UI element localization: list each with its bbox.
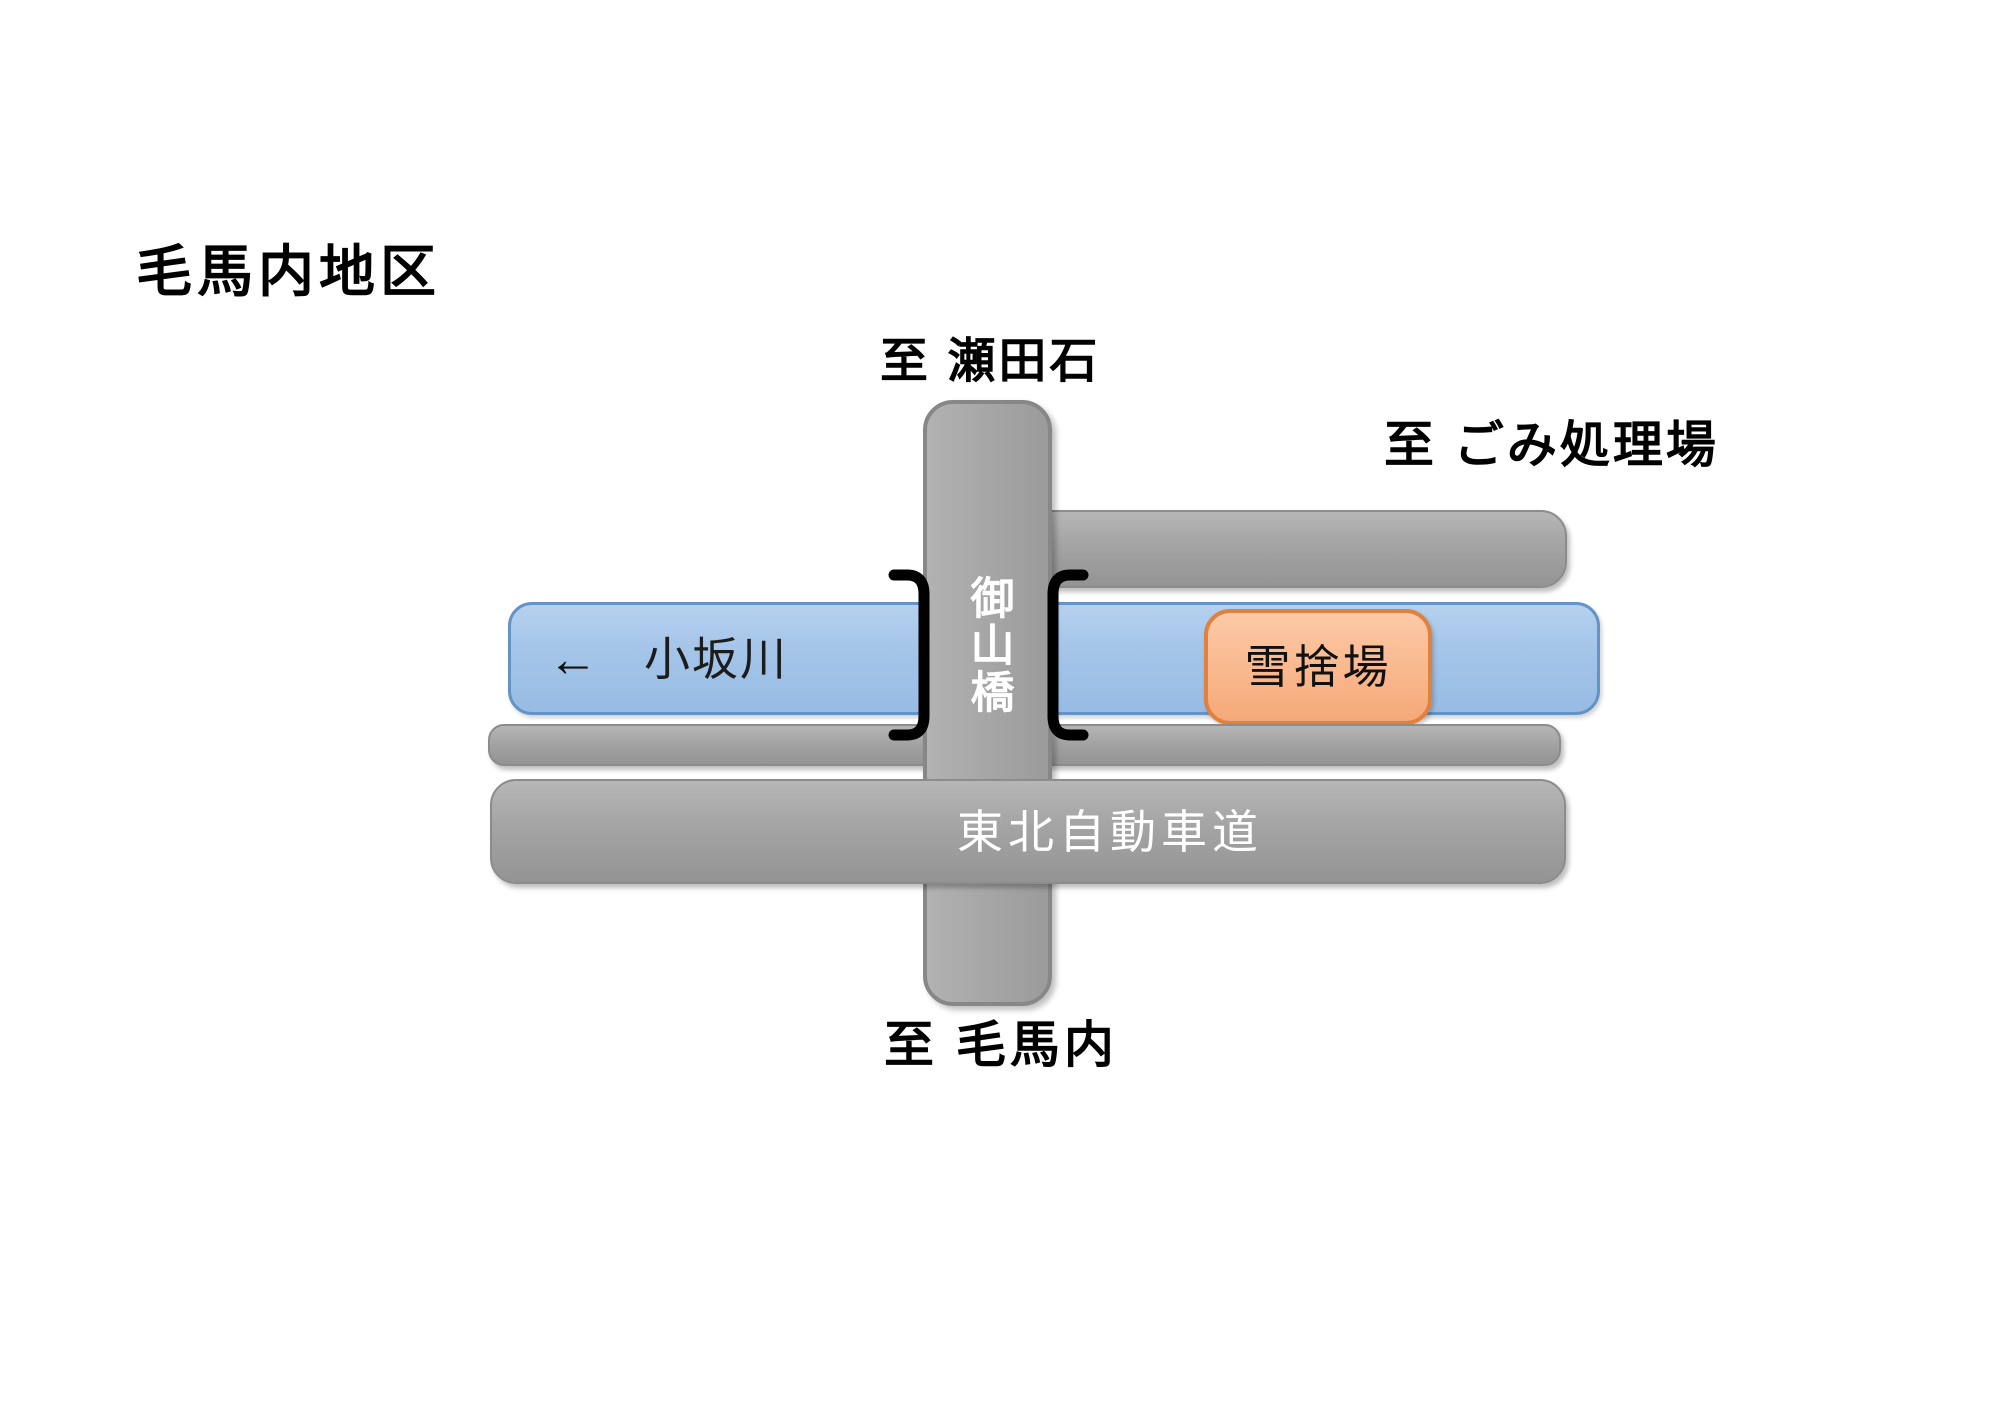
- left-arrow-icon: ←: [548, 631, 598, 687]
- snow-dump-area: 雪捨場: [1204, 609, 1432, 725]
- branch-road-to-waste-plant: [1000, 510, 1567, 588]
- tohoku-expressway-road: [490, 779, 1566, 884]
- direction-label-kemanai: 至 毛馬内: [884, 1017, 1118, 1073]
- snow-dump-label: 雪捨場: [1244, 641, 1392, 693]
- direction-label-setaishi: 至 瀬田石: [880, 335, 1101, 388]
- river-name-label: 小坂川: [644, 633, 788, 685]
- district-title: 毛馬内地区: [136, 240, 441, 303]
- direction-label-waste-plant: 至 ごみ処理場: [1384, 417, 1719, 473]
- bridge-name-label: 御山橋: [963, 574, 1013, 716]
- expressway-name-label: 東北自動車道: [957, 806, 1263, 858]
- river-label-row: ← 小坂川: [548, 634, 788, 684]
